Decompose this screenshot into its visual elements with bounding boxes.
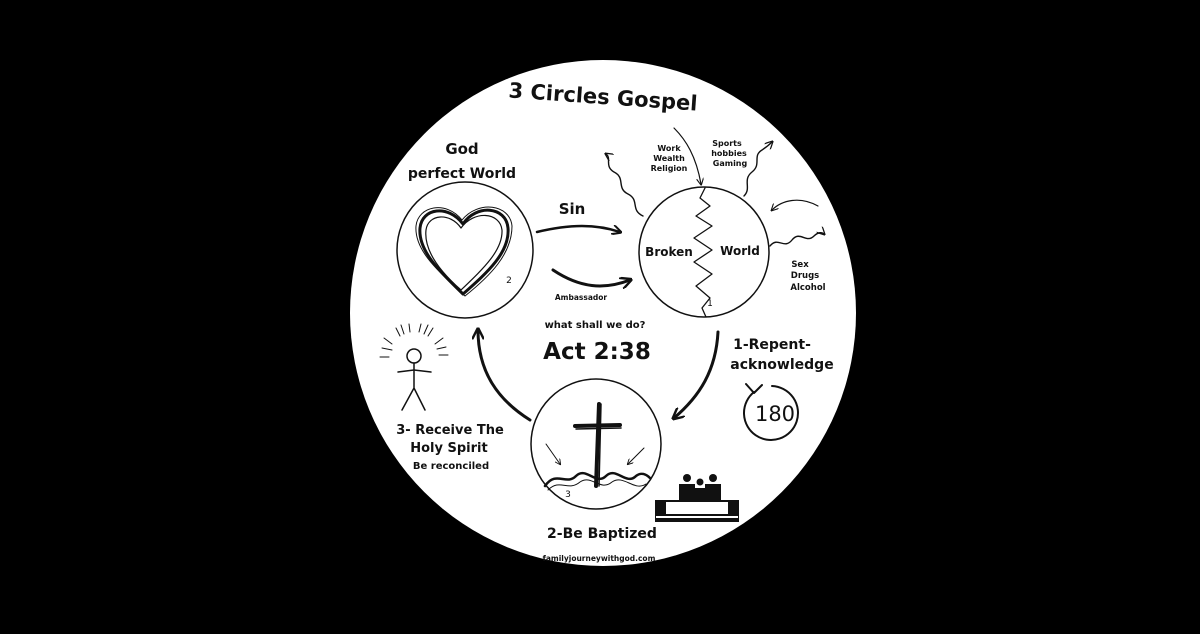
broken-label: Broken [645,245,693,259]
distraction-alcohol: Alcohol [790,283,825,293]
heart-icon [415,206,513,297]
baptism-circle [530,378,662,510]
receive-arrow [478,330,532,422]
water-wave-2 [547,479,647,491]
god-circle [396,181,534,319]
footer-url: familyjourneywithgod.com [543,554,656,563]
sin-arrow [535,226,620,232]
distraction-religion: Religion [651,164,688,173]
broken-circle-number: 1 [707,299,713,309]
ray-right [628,447,645,464]
person-with-rays-icon [379,323,449,411]
squiggle-arrow-right [769,233,824,247]
god-label: God [445,140,478,158]
distraction-wealth: Wealth [653,154,685,163]
step2-label: 2-Be Baptized [547,526,657,542]
step3-sublabel: Holy Spirit [410,441,487,456]
distraction-sex: Sex [791,260,809,270]
verse-reference: Act 2:38 [543,339,651,365]
baptism-circle-number: 3 [565,490,571,500]
squiggle-arrow-right-top [743,142,772,197]
god-circle-number: 2 [506,276,512,286]
center-question: what shall we do? [545,320,646,331]
step3-label: 3- Receive The [396,423,504,438]
baptism-pool-icon [655,474,739,522]
squiggle-arrow-left [606,154,644,217]
turnaround-icon [743,383,799,441]
ambassador-arrow [551,268,630,286]
water-wave [543,471,652,488]
step1-sublabel: acknowledge [730,357,833,373]
curved-arrow-right [772,199,819,210]
distraction-hobbies: hobbies [711,149,747,158]
squiggle-arrow-top [673,127,701,184]
sin-label: Sin [559,200,586,218]
distraction-drugs: Drugs [791,271,819,281]
cross-icon [573,402,622,488]
perfect-world-label: perfect World [408,166,516,182]
crack-line [693,187,713,318]
turnaround-badge: 180 [755,402,795,426]
distraction-gaming: Gaming [713,159,748,168]
step1-label: 1-Repent- [733,337,811,353]
world-label: World [720,244,760,258]
broken-world-circle [638,186,770,318]
white-disc [350,60,856,566]
distraction-sports: Sports [712,139,742,148]
ray-left [545,443,560,464]
ambassador-label: Ambassador [555,293,608,302]
repent-arrow [674,330,720,418]
distraction-work: Work [657,144,681,153]
step3-note: Be reconciled [413,461,489,472]
